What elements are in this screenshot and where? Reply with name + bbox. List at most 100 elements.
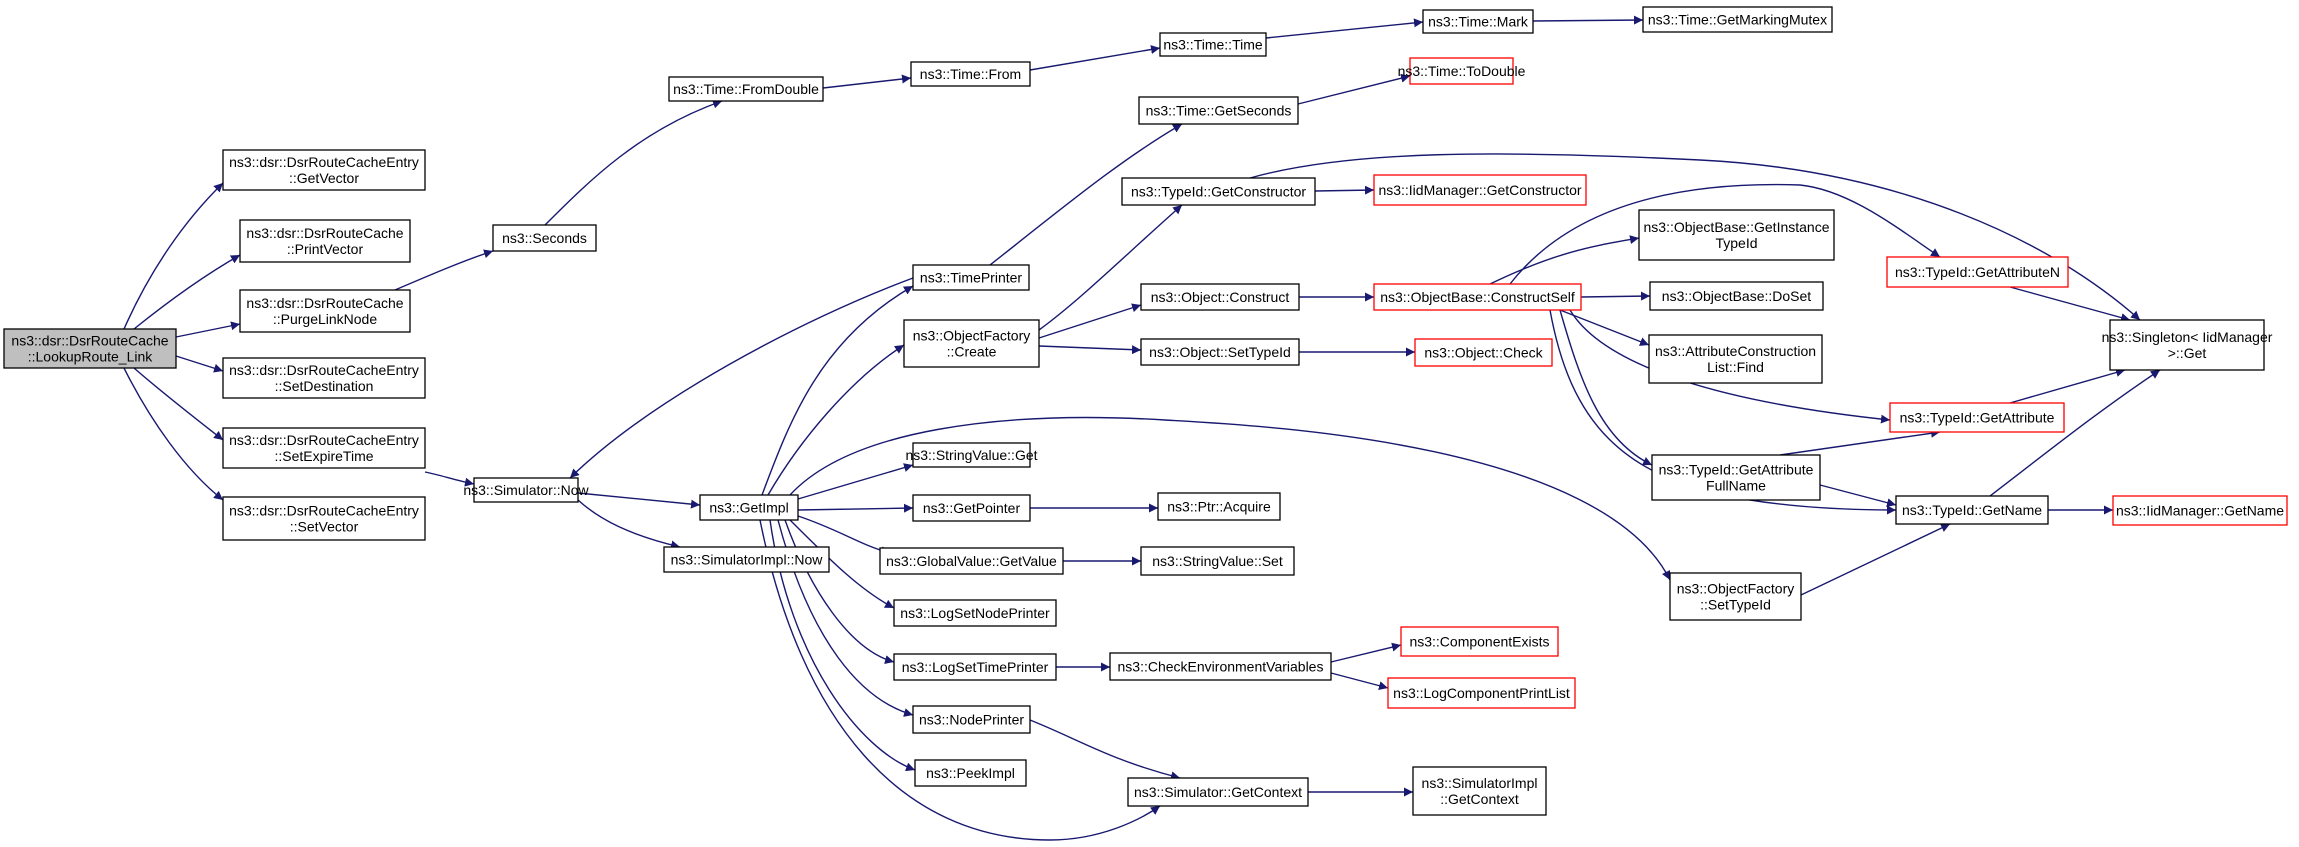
node-box bbox=[222, 496, 426, 541]
node-box bbox=[1140, 546, 1295, 576]
node-entry-setvector[interactable]: ns3::dsr::DsrRouteCacheEntry::SetVector bbox=[222, 496, 426, 541]
node-label: ns3::dsr::DsrRouteCache bbox=[11, 333, 168, 349]
node-time-from[interactable]: ns3::Time::From bbox=[910, 61, 1031, 87]
node-object-settypeid[interactable]: ns3::Object::SetTypeId bbox=[1140, 338, 1300, 366]
node-getpointer[interactable]: ns3::GetPointer bbox=[912, 494, 1031, 522]
call-edge bbox=[424, 471, 475, 487]
node-box bbox=[912, 494, 1031, 522]
node-iidmanager-getname[interactable]: ns3::IidManager::GetName bbox=[2112, 495, 2288, 526]
node-label: ns3::Singleton< IidManager bbox=[2102, 329, 2273, 345]
call-edge bbox=[133, 367, 224, 441]
node-box bbox=[1409, 57, 1514, 85]
node-seconds[interactable]: ns3::Seconds bbox=[492, 224, 597, 252]
node-label: ns3::LogComponentPrintList bbox=[1393, 685, 1570, 701]
node-label: ns3::Ptr::Acquire bbox=[1167, 499, 1271, 515]
node-setexpiretime[interactable]: ns3::dsr::DsrRouteCacheEntry::SetExpireT… bbox=[222, 427, 426, 469]
node-label: ns3::Time::From bbox=[920, 66, 1021, 82]
node-singleton-get[interactable]: ns3::Singleton< IidManager>::Get bbox=[2102, 319, 2273, 371]
node-getmarkingmutex[interactable]: ns3::Time::GetMarkingMutex bbox=[1642, 6, 1833, 33]
node-label: ns3::dsr::DsrRouteCacheEntry bbox=[229, 154, 419, 170]
node-objfactory-settypeid[interactable]: ns3::ObjectFactory::SetTypeId bbox=[1669, 572, 1802, 621]
node-componentexists[interactable]: ns3::ComponentExists bbox=[1400, 626, 1559, 657]
node-box bbox=[1373, 174, 1587, 206]
node-box bbox=[1651, 454, 1821, 501]
node-box bbox=[222, 149, 426, 191]
node-label: ns3::dsr::DsrRouteCacheEntry bbox=[229, 362, 419, 378]
node-box bbox=[699, 494, 799, 521]
node-todouble[interactable]: ns3::Time::ToDouble bbox=[1398, 57, 1526, 85]
node-purgelinknode[interactable]: ns3::dsr::DsrRouteCache::PurgeLinkNode bbox=[239, 289, 411, 333]
node-objfactory-create[interactable]: ns3::ObjectFactory::Create bbox=[903, 319, 1040, 368]
call-edge bbox=[767, 344, 905, 496]
node-label: ns3::SimulatorImpl::Now bbox=[671, 552, 824, 568]
node-box bbox=[3, 328, 177, 369]
node-box bbox=[912, 264, 1030, 291]
node-timeprinter[interactable]: ns3::TimePrinter bbox=[912, 264, 1030, 291]
node-simimpl-getcontext[interactable]: ns3::SimulatorImpl::GetContext bbox=[1412, 766, 1547, 816]
node-getattributen[interactable]: ns3::TypeId::GetAttributeN bbox=[1886, 256, 2069, 288]
node-label: ns3::CheckEnvironmentVariables bbox=[1118, 659, 1324, 675]
node-object-construct[interactable]: ns3::Object::Construct bbox=[1140, 283, 1300, 311]
node-constructself[interactable]: ns3::ObjectBase::ConstructSelf bbox=[1373, 283, 1582, 311]
node-time-mark[interactable]: ns3::Time::Mark bbox=[1422, 9, 1534, 34]
node-box bbox=[1387, 677, 1576, 709]
call-edge bbox=[123, 182, 224, 330]
node-box bbox=[1422, 9, 1534, 34]
node-box bbox=[239, 219, 411, 263]
node-stringvalue-get[interactable]: ns3::StringValue::Get bbox=[905, 442, 1038, 468]
node-sim-now[interactable]: ns3::Simulator::Now bbox=[463, 477, 590, 503]
node-typeid-getname[interactable]: ns3::TypeId::GetName bbox=[1895, 495, 2049, 525]
node-root[interactable]: ns3::dsr::DsrRouteCache::LookupRoute_Lin… bbox=[3, 328, 177, 369]
node-label: ns3::dsr::DsrRouteCache bbox=[246, 225, 403, 241]
node-globalvalue-getvalue[interactable]: ns3::GlobalValue::GetValue bbox=[879, 547, 1064, 575]
node-box bbox=[1138, 96, 1299, 125]
call-edge bbox=[789, 519, 895, 609]
node-simimpl-now[interactable]: ns3::SimulatorImpl::Now bbox=[663, 546, 830, 573]
node-box bbox=[222, 427, 426, 469]
call-edge bbox=[1330, 642, 1402, 663]
node-label: ns3::ObjectBase::GetInstance bbox=[1644, 219, 1830, 235]
node-box bbox=[222, 357, 426, 399]
node-label: TypeId bbox=[1715, 235, 1757, 251]
node-label: ::SetTypeId bbox=[1700, 597, 1771, 613]
node-getimpl[interactable]: ns3::GetImpl bbox=[699, 494, 799, 521]
node-fromdouble[interactable]: ns3::Time::FromDouble bbox=[668, 76, 824, 102]
node-entry-getvector[interactable]: ns3::dsr::DsrRouteCacheEntry::GetVector bbox=[222, 149, 426, 191]
node-box bbox=[1127, 777, 1309, 807]
call-edge bbox=[175, 355, 224, 373]
node-ptr-acquire[interactable]: ns3::Ptr::Acquire bbox=[1157, 492, 1281, 521]
call-edge bbox=[133, 254, 241, 330]
call-edge bbox=[797, 503, 914, 513]
node-object-check[interactable]: ns3::Object::Check bbox=[1414, 338, 1553, 367]
node-label: ::PrintVector bbox=[287, 241, 364, 257]
call-edge bbox=[784, 519, 895, 664]
node-box bbox=[1373, 283, 1582, 311]
node-logsettimeprinter[interactable]: ns3::LogSetTimePrinter bbox=[893, 653, 1057, 681]
node-box bbox=[473, 477, 579, 503]
node-stringvalue-set[interactable]: ns3::StringValue::Set bbox=[1140, 546, 1295, 576]
node-getseconds[interactable]: ns3::Time::GetSeconds bbox=[1138, 96, 1299, 125]
node-box bbox=[1642, 6, 1833, 33]
node-sim-getcontext[interactable]: ns3::Simulator::GetContext bbox=[1127, 777, 1309, 807]
call-edge bbox=[1489, 235, 1640, 285]
node-getattribute[interactable]: ns3::TypeId::GetAttribute bbox=[1889, 402, 2065, 433]
node-label: ns3::dsr::DsrRouteCacheEntry bbox=[229, 503, 419, 519]
node-cache-printvector[interactable]: ns3::dsr::DsrRouteCache::PrintVector bbox=[239, 219, 411, 263]
node-checkenv[interactable]: ns3::CheckEnvironmentVariables bbox=[1109, 652, 1332, 681]
node-iidmanager-getconstructor[interactable]: ns3::IidManager::GetConstructor bbox=[1373, 174, 1587, 206]
call-edge bbox=[577, 492, 701, 509]
node-typeid-getconstructor[interactable]: ns3::TypeId::GetConstructor bbox=[1121, 177, 1316, 206]
node-logcomponentprintlist[interactable]: ns3::LogComponentPrintList bbox=[1387, 677, 1576, 709]
node-setdestination[interactable]: ns3::dsr::DsrRouteCacheEntry::SetDestina… bbox=[222, 357, 426, 399]
node-logsetnodeprinter[interactable]: ns3::LogSetNodePrinter bbox=[893, 599, 1057, 627]
node-doset[interactable]: ns3::ObjectBase::DoSet bbox=[1649, 281, 1824, 311]
node-time-time[interactable]: ns3::Time::Time bbox=[1159, 32, 1267, 57]
node-label: ns3::PeekImpl bbox=[926, 765, 1015, 781]
node-nodeprinter[interactable]: ns3::NodePrinter bbox=[912, 705, 1031, 734]
call-edge bbox=[1559, 309, 1653, 466]
node-peekimpl[interactable]: ns3::PeekImpl bbox=[914, 759, 1027, 787]
